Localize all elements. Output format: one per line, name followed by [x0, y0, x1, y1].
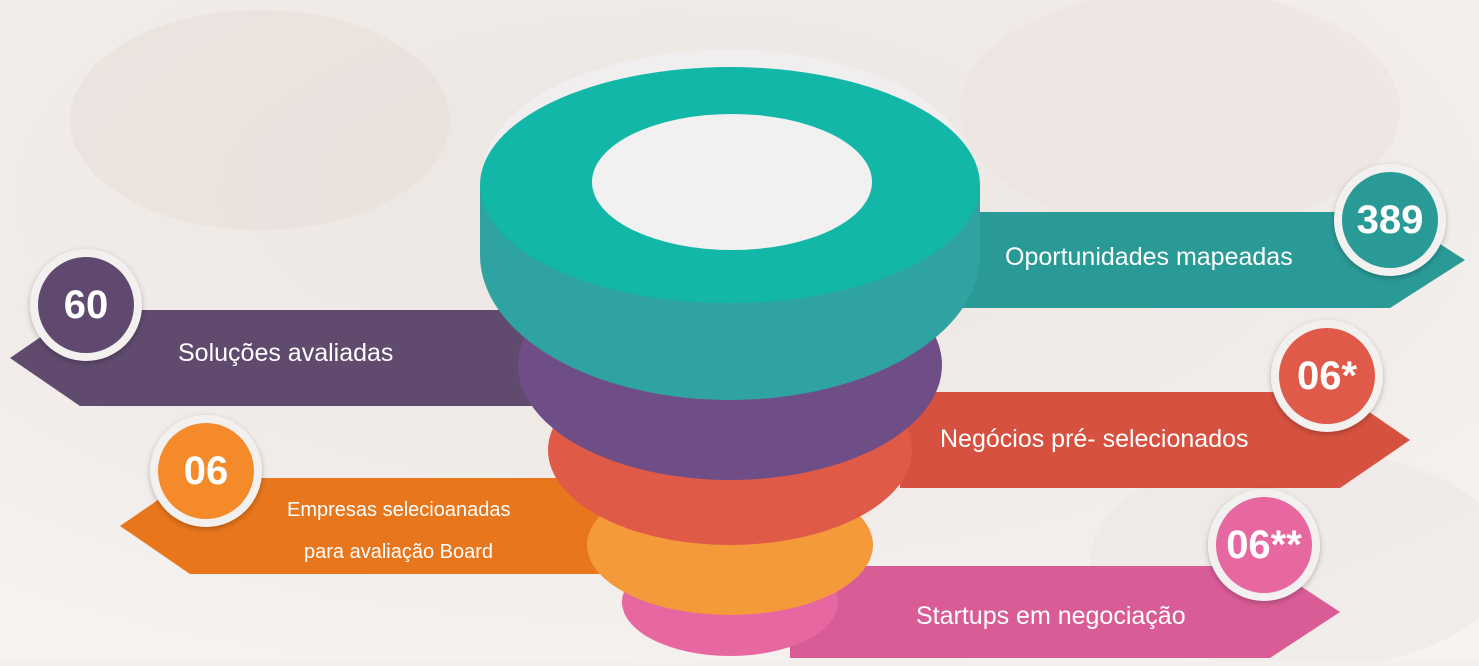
- badge-06: [150, 415, 262, 527]
- label-startups: Startups em negociação: [916, 602, 1186, 630]
- badge-389: [1334, 164, 1446, 276]
- funnel-opening: [592, 114, 872, 250]
- label-solucoes: Soluções avaliadas: [178, 339, 394, 367]
- label-negocios: Negócios pré- selecionados: [940, 425, 1249, 453]
- bg-blob: [960, 0, 1400, 230]
- badge-06-double-star: [1208, 489, 1320, 601]
- band-solucoes: [10, 310, 560, 406]
- badge-06-star: [1271, 320, 1383, 432]
- band-negocios: [900, 392, 1410, 488]
- value-solucoes: 60: [63, 283, 109, 327]
- label-empresas-line2: para avaliação Board: [304, 541, 494, 563]
- value-negocios: 06*: [1296, 354, 1358, 398]
- bg-blob: [70, 10, 450, 230]
- badge-60: [30, 249, 142, 361]
- value-empresas: 06: [183, 449, 229, 493]
- band-startups: [790, 566, 1340, 658]
- label-oportunidades: Oportunidades mapeadas: [1005, 243, 1293, 271]
- band-oportunidades: [950, 212, 1465, 308]
- label-empresas-line1: Empresas selecioanadas: [287, 499, 511, 521]
- value-oportunidades: 389: [1356, 198, 1424, 242]
- value-startups: 06**: [1226, 523, 1302, 567]
